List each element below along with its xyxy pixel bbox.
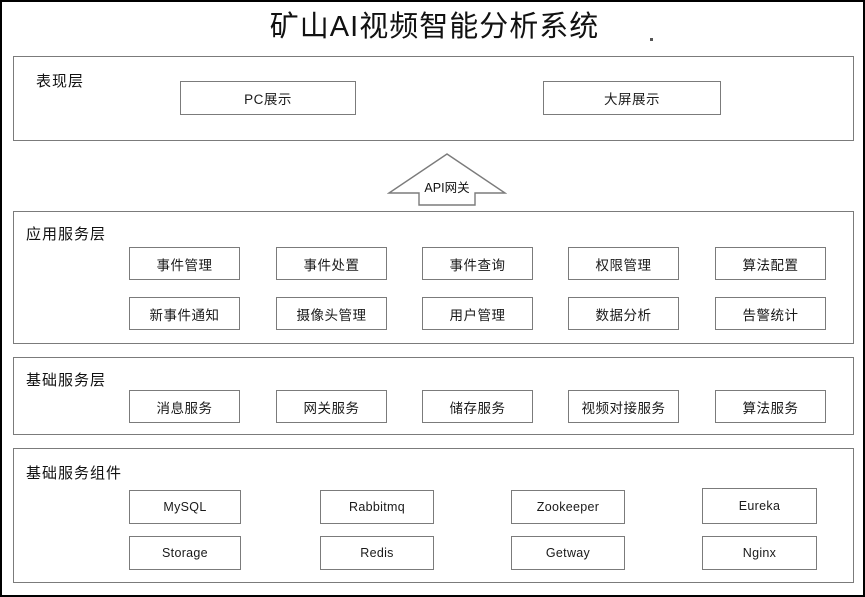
api-gateway-arrow: API网关: [387, 152, 507, 207]
title-trailing-dot: [650, 38, 653, 41]
node-event-handling[interactable]: 事件处置: [276, 247, 387, 280]
application-layer-title: 应用服务层: [26, 226, 107, 243]
node-permission-management[interactable]: 权限管理: [568, 247, 679, 280]
node-storage-service[interactable]: 储存服务: [422, 390, 533, 423]
node-user-management[interactable]: 用户管理: [422, 297, 533, 330]
page-title: 矿山AI视频智能分析系统: [269, 11, 600, 43]
node-message-service[interactable]: 消息服务: [129, 390, 240, 423]
basic-components-layer-title: 基础服务组件: [26, 465, 123, 482]
node-gateway-service[interactable]: 网关服务: [276, 390, 387, 423]
presentation-layer-title: 表现层: [36, 73, 85, 90]
presentation-layer-panel: 表现层: [13, 56, 854, 141]
node-algorithm-configuration[interactable]: 算法配置: [715, 247, 826, 280]
node-getway[interactable]: Getway: [511, 536, 625, 570]
node-video-integration-service[interactable]: 视频对接服务: [568, 390, 679, 423]
node-algorithm-service[interactable]: 算法服务: [715, 390, 826, 423]
node-data-analysis[interactable]: 数据分析: [568, 297, 679, 330]
node-large-screen-display[interactable]: 大屏展示: [543, 81, 721, 115]
node-nginx[interactable]: Nginx: [702, 536, 817, 570]
node-camera-management[interactable]: 摄像头管理: [276, 297, 387, 330]
node-new-event-notification[interactable]: 新事件通知: [129, 297, 240, 330]
node-rabbitmq[interactable]: Rabbitmq: [320, 490, 434, 524]
node-pc-display[interactable]: PC展示: [180, 81, 356, 115]
node-eureka[interactable]: Eureka: [702, 488, 817, 524]
basic-service-layer-title: 基础服务层: [26, 372, 107, 389]
node-event-management[interactable]: 事件管理: [129, 247, 240, 280]
api-gateway-label: API网关: [424, 181, 470, 195]
node-zookeeper[interactable]: Zookeeper: [511, 490, 625, 524]
node-event-query[interactable]: 事件查询: [422, 247, 533, 280]
up-arrow-icon: [387, 153, 507, 206]
node-storage[interactable]: Storage: [129, 536, 241, 570]
node-alarm-statistics[interactable]: 告警统计: [715, 297, 826, 330]
node-redis[interactable]: Redis: [320, 536, 434, 570]
node-mysql[interactable]: MySQL: [129, 490, 241, 524]
